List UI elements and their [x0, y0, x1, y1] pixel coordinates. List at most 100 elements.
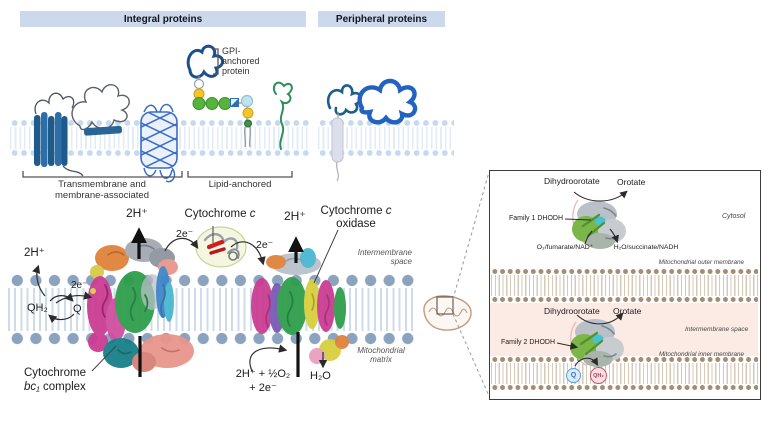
proton-cco-label: 2H⁺ — [284, 209, 306, 223]
gpi-mannose-3 — [218, 97, 232, 110]
matrix-line1: Mitochondrial — [357, 346, 405, 355]
electron-left-label: 2e⁻ — [71, 280, 88, 291]
bc1-rest: complex — [39, 380, 86, 393]
dihydroorotate-label-1: Dihydroorotate — [544, 176, 600, 186]
oxygen-equation-label: 2H⁺ + ½O₂ + 2e⁻ — [218, 368, 308, 396]
bc1-line1: Cytochrome — [24, 367, 86, 379]
matrix-line2: matrix — [370, 354, 392, 364]
cco-pre: Cytochrome — [320, 205, 383, 217]
intermembrane-space-label: Intermembrane space — [330, 248, 412, 267]
oxygen-line1: 2H⁺ + ½O₂ — [235, 368, 291, 380]
inner-mitochondrial-membrane — [8, 273, 414, 346]
qh2-badge: QH₂ — [590, 367, 607, 384]
cytc-italic: c — [249, 208, 256, 220]
lipid-heads-top — [10, 119, 311, 127]
transmembrane-bracket-label: Transmembrane and membrane-associated — [28, 179, 176, 201]
cco-line1: Cytochrome c — [306, 205, 406, 218]
bc1-label-pointer — [91, 345, 117, 372]
gpi-label-line2: anchored — [222, 56, 260, 67]
gpi-glcn-square — [230, 98, 239, 107]
plasma-membrane-left — [10, 119, 311, 157]
lipid-heads-bottom — [8, 331, 414, 346]
lipid-heads-top — [318, 119, 454, 127]
cytochrome-c-label: Cytochrome c — [170, 208, 270, 221]
cofactors-in-label: O₂/fumarate/NAD⁺ — [536, 244, 594, 251]
gpi-mannose-2 — [205, 97, 219, 110]
gpi-yellow-sugar-2 — [242, 107, 254, 119]
bc1-complex-label: Cytochrome bc₁ complex — [24, 367, 86, 395]
lipid-heads-top — [491, 356, 758, 363]
cco-italic: c — [385, 205, 392, 217]
gpi-label: GPI- anchored protein — [222, 46, 260, 76]
family2-dhodh-label: Family 2 DHODH — [500, 339, 555, 346]
proton-bc1-label: 2H⁺ — [126, 206, 148, 220]
heme-group — [206, 239, 225, 250]
zoom-box — [436, 296, 454, 315]
cofactor-out-arrow-1 — [609, 228, 619, 244]
ims-line2: space — [390, 256, 412, 266]
intermembrane-space-label-panel: Intermembrane space — [685, 326, 749, 333]
lipid-heads-bottom — [10, 149, 311, 157]
orotate-label-2: Orotate — [613, 306, 642, 316]
water-label: H₂O — [310, 370, 331, 382]
bracket1-line1: Transmembrane and — [58, 179, 146, 190]
intermembrane-space-shading — [490, 303, 758, 356]
q-badge: Q — [566, 368, 581, 383]
electron1-label: 2e⁻ — [176, 228, 194, 240]
mitochondrial-matrix-label: Mitochondrial matrix — [350, 346, 412, 365]
cofactors-out-label: H₂O/succinate/NADH — [613, 244, 679, 251]
lipid-tails — [491, 275, 758, 296]
lipid-tails — [10, 127, 311, 149]
dashed-connector-bottom — [452, 313, 490, 397]
gpi-bracket — [213, 48, 219, 75]
peripheral-proteins-title: Peripheral proteins — [335, 13, 428, 25]
family1-pointer — [564, 218, 592, 221]
bracket1-line2: membrane-associated — [55, 189, 149, 201]
peripheral-protein-surface — [357, 78, 418, 125]
gpi-yellow-sugar — [193, 88, 205, 100]
bc1-line2: bc₁ complex — [24, 381, 86, 395]
lipid-heads-top — [491, 268, 758, 275]
inner-membrane-label: Mitochondrial inner membrane — [658, 351, 744, 358]
bracket-transmembrane — [22, 171, 183, 178]
lipid-anchored-bracket-label: Lipid-anchored — [208, 179, 272, 190]
integral-proteins-title: Integral proteins — [123, 13, 203, 25]
mitochondrial-inner-membrane-panel — [491, 356, 758, 391]
dihydroorotate-label-2: Dihydroorotate — [544, 306, 600, 316]
oxygen-line2: + 2e⁻ — [249, 381, 277, 394]
lipid-heads-bottom — [491, 296, 758, 303]
cytochrome-c-oxidase-label: Cytochrome c oxidase — [306, 205, 406, 231]
electron2-label: 2e⁻ — [256, 239, 274, 251]
cytc-pre: Cytochrome — [184, 208, 247, 220]
q-label: Q — [73, 303, 82, 315]
bracket-lipid-anchored — [187, 171, 293, 178]
cofactor-in-arrow-1 — [584, 230, 593, 245]
bc1-italic: bc₁ — [24, 380, 40, 393]
lipid-tails — [8, 288, 414, 331]
qh2-label: QH₂ — [27, 302, 48, 314]
dhodh1-structure — [572, 199, 626, 249]
cytosol-label: Cytosol — [722, 213, 746, 220]
dashed-connector-top — [452, 171, 490, 300]
gpi-white-sugar — [193, 78, 205, 90]
proton-left-label: 2H⁺ — [24, 247, 45, 259]
peripheral-proteins-header: Peripheral proteins — [318, 11, 445, 27]
lipid-tails — [491, 363, 758, 384]
ims-line1: Intermembrane — [357, 248, 412, 257]
plasma-membrane-right — [318, 119, 454, 157]
cytochrome-c-structure — [195, 226, 247, 268]
orotate-label-1: Orotate — [617, 177, 646, 187]
lipid-heads-bottom — [318, 149, 454, 157]
outer-membrane-label: Mitochondrial outer membrane — [658, 259, 744, 266]
mitochondrion-icon — [423, 295, 472, 331]
lipid-tails — [318, 127, 454, 149]
lipid-heads-top — [8, 273, 414, 288]
gpi-label-line3: protein — [222, 66, 250, 77]
integral-proteins-header: Integral proteins — [20, 11, 306, 27]
family1-dhodh-label: Family 1 DHODH — [508, 215, 563, 222]
lipid-heads-bottom — [491, 384, 758, 391]
dho-orotate-arrow-1 — [573, 190, 628, 202]
gpi-inositol — [240, 94, 254, 108]
cco-line2: oxidase — [336, 217, 376, 230]
